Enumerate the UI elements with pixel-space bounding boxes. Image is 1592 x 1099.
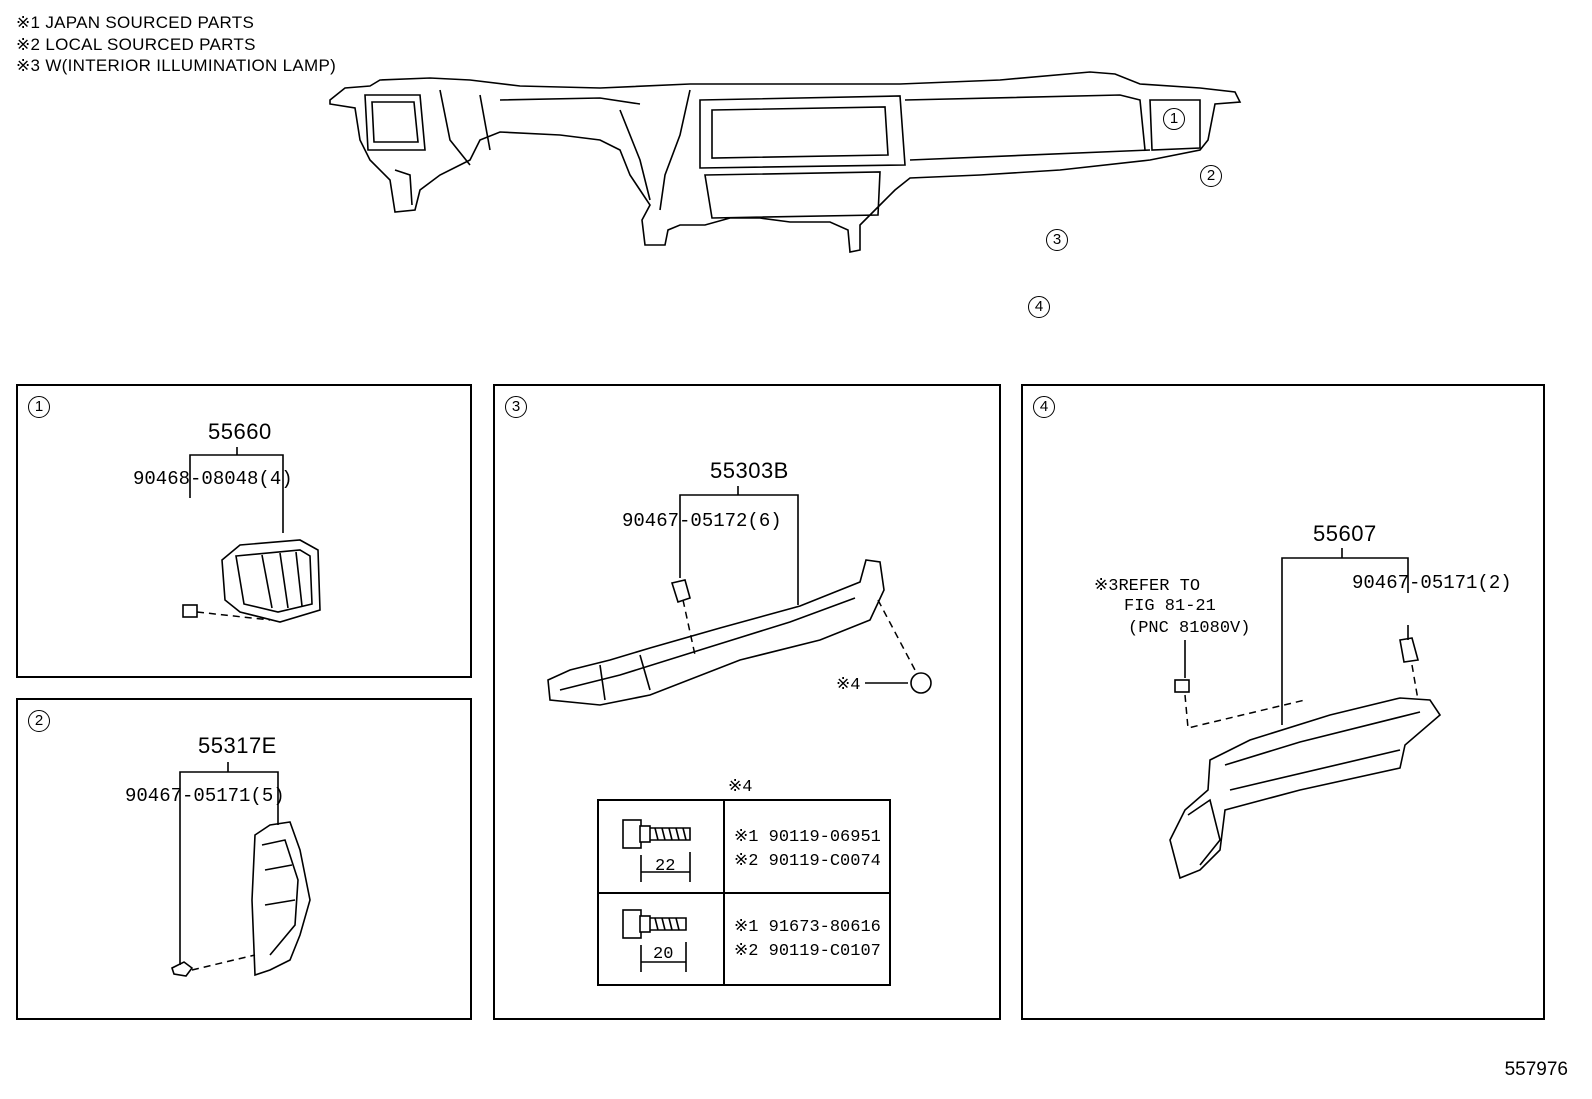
part-number-55317e: 55317E	[198, 733, 277, 758]
bolt-table-title: ※4	[728, 778, 753, 797]
part-number-90467-05171-p2: 90467-05171(5)	[125, 785, 285, 807]
bolt-row1-length: 22	[655, 857, 676, 876]
panel-4: 4	[1021, 384, 1545, 1020]
overview-callout-3: 3	[1046, 229, 1068, 251]
part-55660-vent	[182, 539, 321, 623]
panel-2-index: 2	[28, 710, 50, 732]
bolt-row1-part-local: ※2 90119-C0074	[734, 852, 881, 871]
right-vent-opening	[1149, 99, 1201, 151]
leader-55303b	[679, 486, 799, 605]
part-number-90467-05172: 90467-05172(6)	[622, 510, 782, 532]
overview-callout-2: 2	[1200, 165, 1222, 187]
center-lower-opening	[704, 171, 881, 219]
note-local-sourced: ※2 LOCAL SOURCED PARTS	[16, 34, 256, 54]
instrument-panel-outline	[329, 71, 1242, 253]
refer-note-line1: ※3REFER TO	[1094, 577, 1201, 596]
bolt-row2-part-japan: ※1 91673-80616	[734, 918, 881, 937]
note-illumination-lamp: ※3 W(INTERIOR ILLUMINATION LAMP)	[16, 56, 337, 75]
note-japan-sourced: ※1 JAPAN SOURCED PARTS	[16, 13, 255, 32]
bolt-row2-part-local: ※2 90119-C0107	[734, 942, 881, 961]
leader-55660	[189, 447, 284, 533]
overview-callout-1: 1	[1163, 108, 1185, 130]
bolt-20-drawing	[622, 909, 687, 972]
part-number-55303b: 55303B	[710, 458, 789, 483]
overview-callout-4: 4	[1028, 296, 1050, 318]
refer-note-line3: (PNC 81080V)	[1128, 619, 1251, 638]
document-id: 557976	[1504, 1059, 1568, 1080]
bolt-row1-part-japan: ※1 90119-06951	[734, 828, 881, 847]
center-cluster-opening	[699, 95, 906, 169]
notes-block: ※1 JAPAN SOURCED PARTS ※2 LOCAL SOURCED …	[16, 12, 336, 77]
ref-note-4: ※4	[836, 676, 861, 695]
panel-4-index: 4	[1033, 396, 1055, 418]
part-number-55660: 55660	[208, 419, 272, 444]
left-vent-opening	[364, 94, 426, 151]
panel-1: 1	[16, 384, 472, 678]
part-55317e-side-cover	[171, 821, 311, 977]
part-number-55607: 55607	[1313, 521, 1377, 546]
leader-55317e	[179, 762, 279, 965]
part-number-90468-08048: 90468-08048(4)	[133, 468, 293, 490]
bolt-22-drawing	[622, 819, 691, 882]
part-number-90467-05171-p4: 90467-05171(2)	[1352, 572, 1512, 594]
part-55607-glove-box	[1169, 637, 1442, 880]
part-55303b-lower-panel	[547, 559, 932, 706]
panel-3-index: 3	[505, 396, 527, 418]
bolt-table	[597, 799, 891, 986]
panel-3: 3	[493, 384, 1001, 1020]
bolt-row2-length: 20	[653, 945, 674, 964]
panel-1-index: 1	[28, 396, 50, 418]
refer-note-line2: FIG 81-21	[1124, 597, 1216, 616]
leader-55607	[1281, 548, 1409, 725]
panel-2: 2	[16, 698, 472, 1020]
